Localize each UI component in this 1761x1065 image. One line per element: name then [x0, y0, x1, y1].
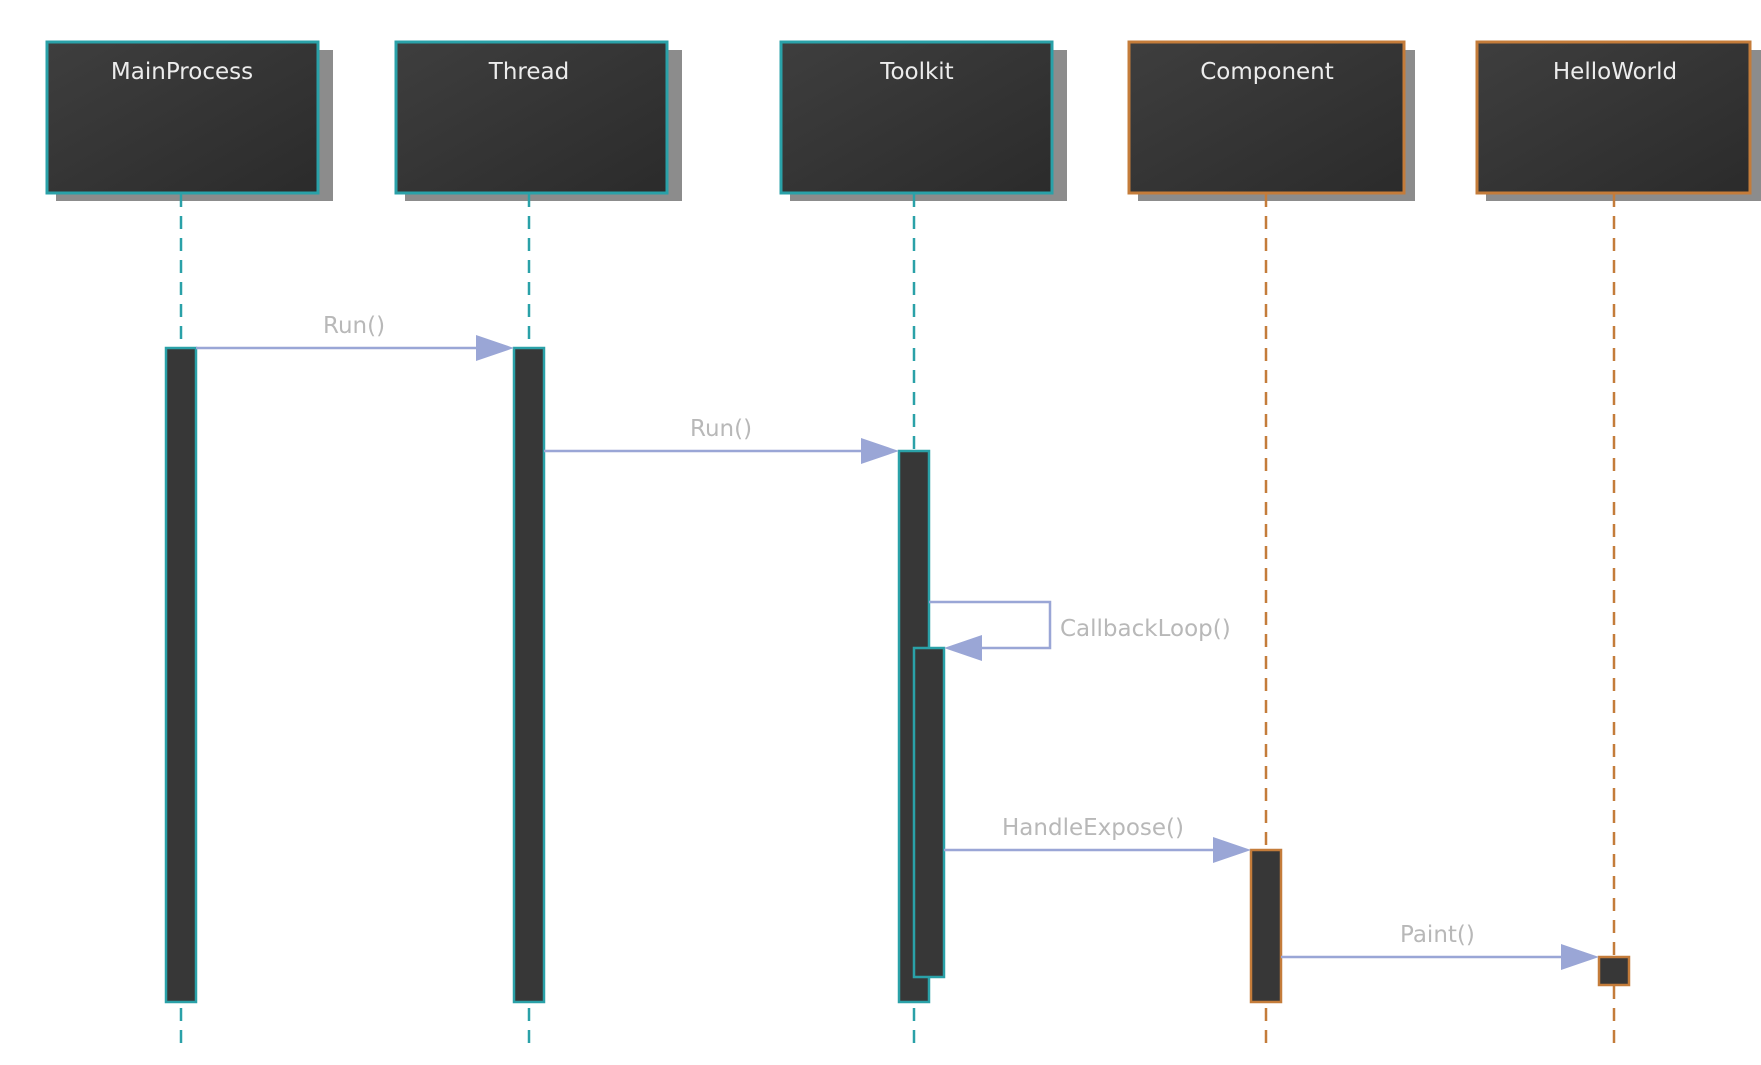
participant-box: [779, 40, 1054, 195]
message-line: [929, 600, 1052, 650]
message-label: Paint(): [1400, 922, 1475, 948]
activation-helloworld: [1597, 955, 1631, 987]
participant-box: [45, 40, 320, 195]
participant-box: [1475, 40, 1752, 195]
message-run-thread-toolkit: Run(): [544, 416, 899, 464]
participant-box: [1127, 40, 1406, 195]
arrowhead-icon: [861, 438, 899, 464]
message-label: Run(): [323, 313, 385, 339]
participant-toolkit: Toolkit: [779, 40, 1067, 201]
activation-mainprocess: [164, 346, 198, 1004]
participant-label: HelloWorld: [1553, 59, 1677, 85]
activation-thread: [512, 346, 546, 1004]
arrowhead-icon: [1213, 837, 1251, 863]
arrowhead-icon: [944, 635, 982, 661]
message-run-mainprocess-thread: Run(): [196, 313, 514, 361]
participant-box: [394, 40, 669, 195]
participant-label: MainProcess: [111, 59, 253, 85]
participant-mainprocess: MainProcess: [45, 40, 333, 201]
participant-label: Component: [1200, 59, 1334, 85]
arrowhead-icon: [1561, 944, 1599, 970]
participant-thread: Thread: [394, 40, 682, 201]
participant-label: Thread: [488, 59, 569, 85]
activation-toolkit-nested: [912, 646, 946, 979]
message-paint: Paint(): [1281, 922, 1599, 970]
arrowhead-icon: [476, 335, 514, 361]
participant-helloworld: HelloWorld: [1475, 40, 1761, 201]
participant-label: Toolkit: [879, 59, 953, 85]
message-label: HandleExpose(): [1002, 815, 1184, 841]
message-handleexpose: HandleExpose(): [944, 815, 1251, 863]
message-label: Run(): [690, 416, 752, 442]
message-label: CallbackLoop(): [1060, 616, 1231, 642]
participant-component: Component: [1127, 40, 1415, 201]
message-callbackloop-self: CallbackLoop(): [929, 600, 1231, 661]
activation-component: [1249, 848, 1283, 1004]
